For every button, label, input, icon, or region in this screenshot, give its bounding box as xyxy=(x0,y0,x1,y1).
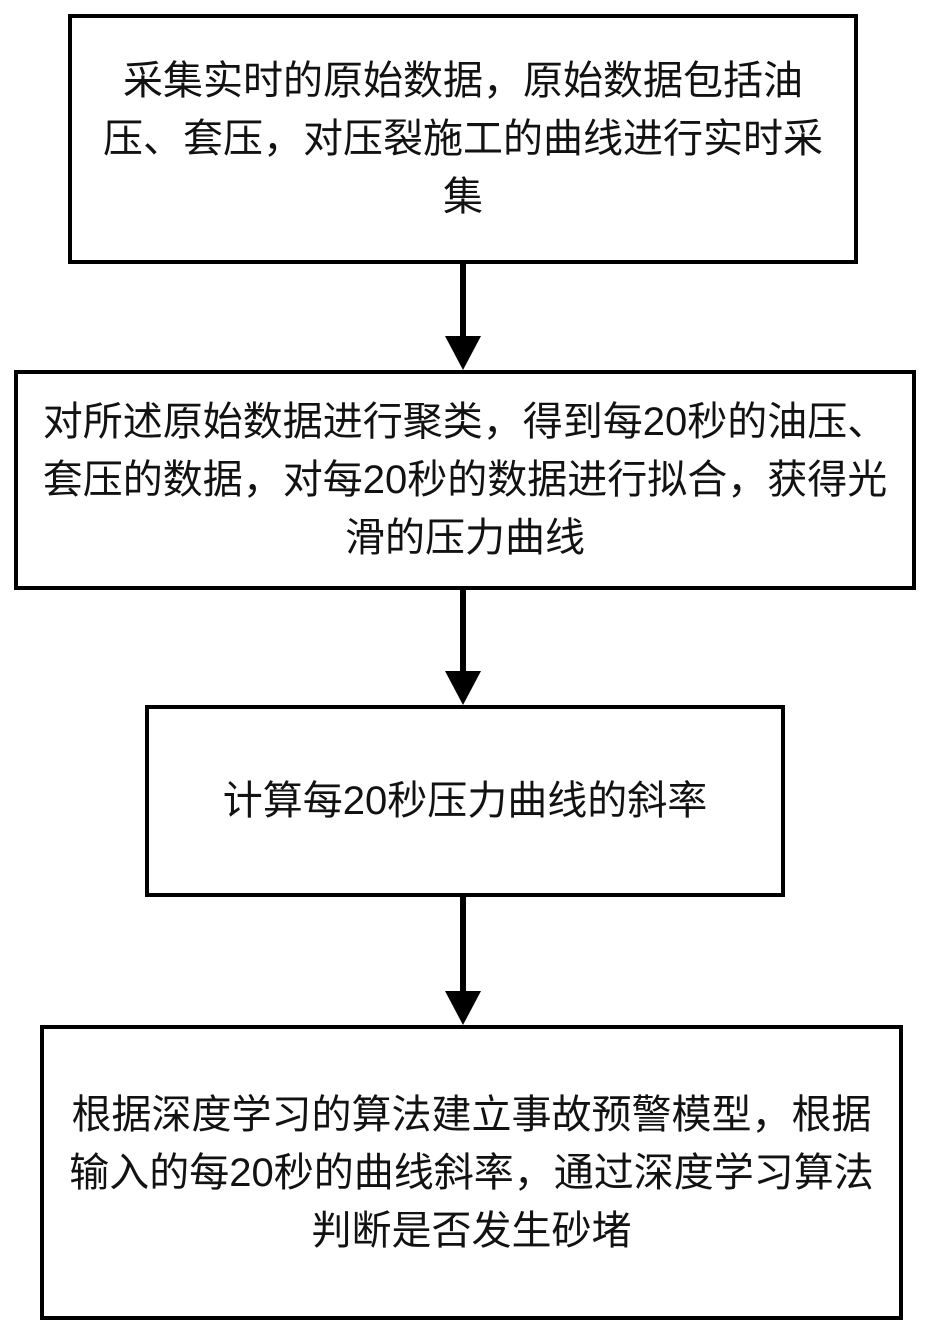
flowchart-step-label: 采集实时的原始数据，原始数据包括油压、套压，对压裂施工的曲线进行实时采集 xyxy=(103,59,823,219)
flowchart-step-cluster-and-fit: 对所述原始数据进行聚类，得到每20秒的油压、套压的数据，对每20秒的数据进行拟合… xyxy=(14,370,916,590)
arrow-head-down-icon xyxy=(445,336,481,370)
flowchart-step-deep-learning-judgement: 根据深度学习的算法建立事故预警模型，根据输入的每20秒的曲线斜率，通过深度学习算… xyxy=(40,1025,903,1320)
arrow-head-down-icon xyxy=(445,671,481,705)
flowchart-step-collect-raw-data: 采集实时的原始数据，原始数据包括油压、套压，对压裂施工的曲线进行实时采集 xyxy=(68,14,858,264)
flow-arrow-down-1 xyxy=(445,264,481,370)
flowchart-step-compute-slope: 计算每20秒压力曲线的斜率 xyxy=(145,705,785,897)
flowchart-step-label: 根据深度学习的算法建立事故预警模型，根据输入的每20秒的曲线斜率，通过深度学习算… xyxy=(69,1092,874,1253)
arrow-head-down-icon xyxy=(445,991,481,1025)
flowchart-step-label: 计算每20秒压力曲线的斜率 xyxy=(222,779,708,823)
flowchart-step-label: 对所述原始数据进行聚类，得到每20秒的油压、套压的数据，对每20秒的数据进行拟合… xyxy=(42,400,888,560)
arrow-stem xyxy=(460,590,466,671)
arrow-stem xyxy=(460,264,466,336)
flow-arrow-down-2 xyxy=(445,590,481,705)
flow-arrow-down-3 xyxy=(445,897,481,1025)
arrow-stem xyxy=(460,897,466,991)
